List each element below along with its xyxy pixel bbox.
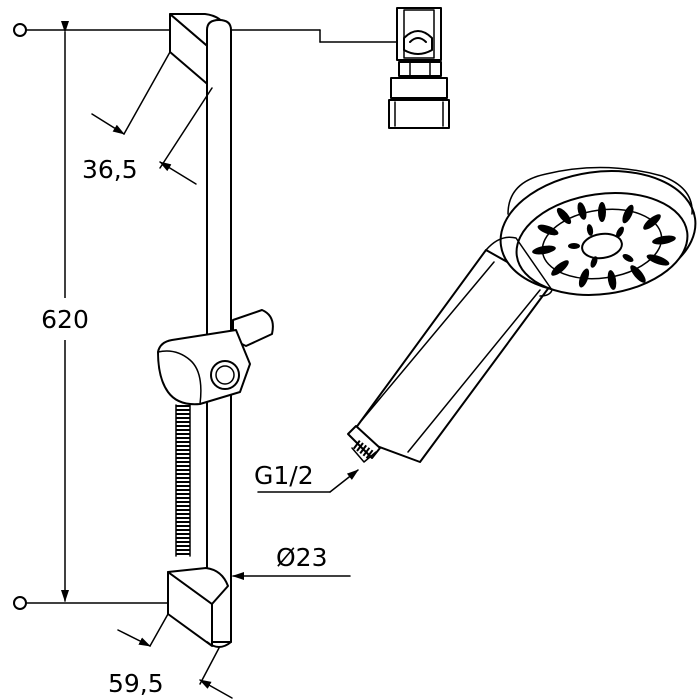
bracket-depth-dimension: 59,5 <box>108 613 233 699</box>
bottom-bracket <box>167 567 232 648</box>
bracket-depth-label: 59,5 <box>108 669 164 698</box>
thread-dimension: G1/2 <box>254 461 359 493</box>
hand-shower <box>347 166 697 463</box>
dimension-origin-top <box>13 23 27 37</box>
slider-depth-dimension: 36,5 <box>82 51 213 185</box>
rail-diameter-dimension: Ø23 <box>232 543 351 580</box>
shower-holder-slider <box>157 309 274 406</box>
shower-hose <box>175 404 191 557</box>
height-label: 620 <box>41 305 89 334</box>
slider-depth-label: 36,5 <box>82 155 138 184</box>
thread-label: G1/2 <box>254 461 314 490</box>
spray-nozzles <box>532 202 676 290</box>
rail-diameter-label: Ø23 <box>276 543 328 572</box>
dimension-origin-bottom <box>13 596 27 610</box>
slider-detail <box>230 7 450 129</box>
height-dimension: 620 <box>13 21 171 610</box>
